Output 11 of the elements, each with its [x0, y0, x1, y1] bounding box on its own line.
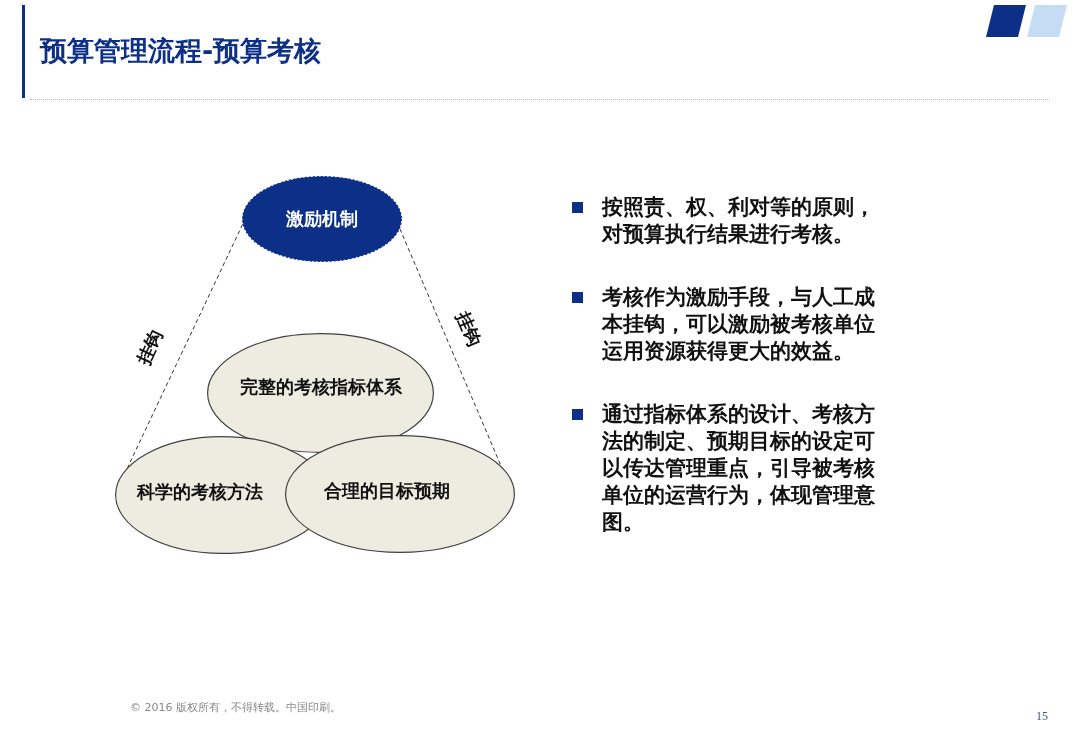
connector-line	[399, 228, 502, 467]
ellipse-node: 激励机制	[242, 176, 402, 262]
bullet-text: 通过指标体系的设计、考核方法的制定、预期目标的设定可以传达管理重点，引导被考核单位的运营行为，体现管理意图。	[602, 401, 876, 536]
footer-note: © 2016 版权所有，不得转载。中国印刷。	[130, 700, 341, 715]
edge-label: 挂钩	[451, 307, 488, 351]
slide-title: 预算管理流程-预算考核	[40, 34, 322, 68]
ellipse-node: 合理的目标预期	[285, 435, 515, 553]
edge-label: 挂钩	[131, 325, 168, 369]
page-number: 15	[1036, 709, 1048, 724]
bullet-text: 按照责、权、利对等的原则，对预算执行结果进行考核。	[602, 194, 876, 248]
bullet-text: 考核作为激励手段，与人工成本挂钩，可以激励被考核单位运用资源获得更大的效益。	[602, 284, 876, 365]
